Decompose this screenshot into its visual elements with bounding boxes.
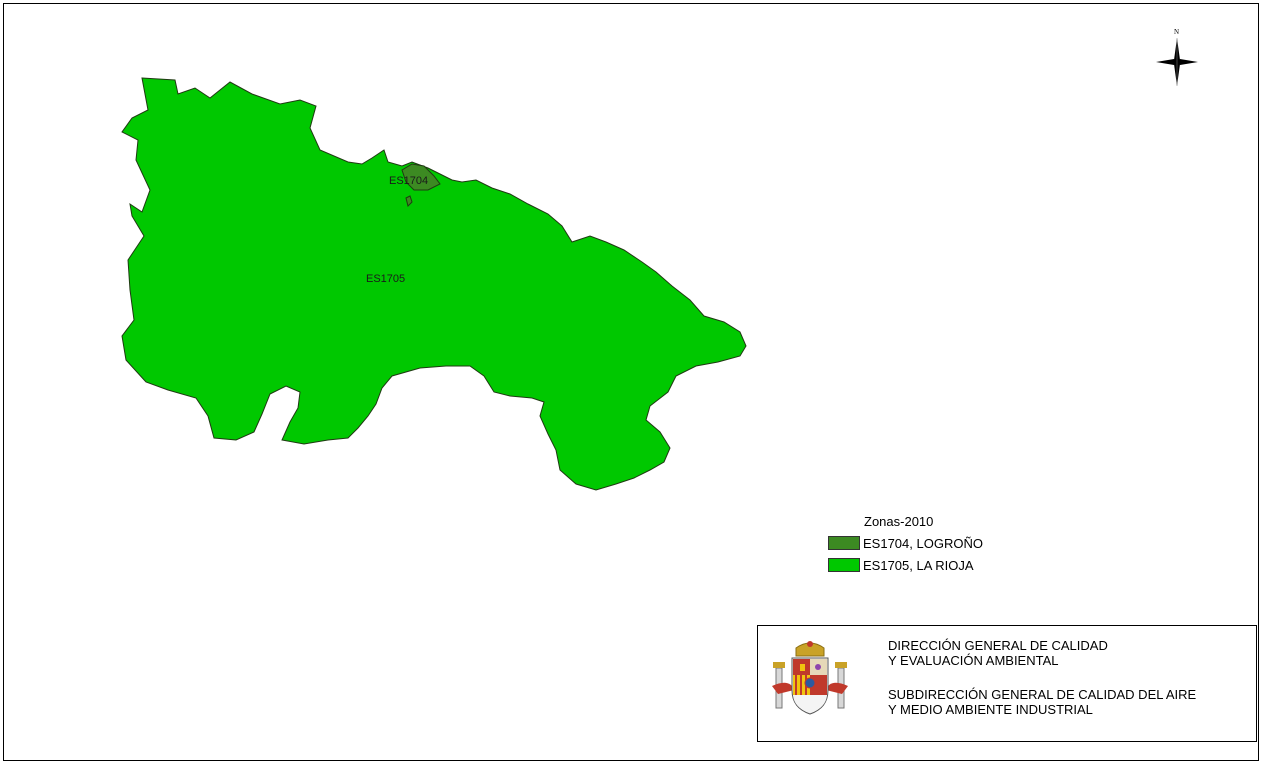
map-frame <box>3 3 1259 761</box>
legend-title: Zonas-2010 <box>864 514 934 529</box>
credit-line: SUBDIRECCIÓN GENERAL DE CALIDAD DEL AIRE <box>888 687 1197 702</box>
credits-box: DIRECCIÓN GENERAL DE CALIDAD Y EVALUACIÓ… <box>757 625 1257 742</box>
legend-item: ES1704, LOGROÑO <box>828 532 1088 554</box>
legend: Zonas-2010 ES1704, LOGROÑO ES1705, LA RI… <box>828 512 1088 576</box>
legend-swatch-es1704 <box>828 536 860 550</box>
zone-es1705-la-rioja[interactable] <box>121 77 747 491</box>
zone-label-es1705: ES1705 <box>366 273 405 285</box>
spain-coat-of-arms-icon <box>770 638 850 720</box>
legend-item: ES1705, LA RIOJA <box>828 554 1088 576</box>
credit-line: Y MEDIO AMBIENTE INDUSTRIAL <box>888 702 1093 717</box>
legend-label: ES1704, LOGROÑO <box>863 535 983 551</box>
compass-rose-icon: N <box>1152 26 1202 88</box>
legend-label: ES1705, LA RIOJA <box>863 557 974 573</box>
credit-line: Y EVALUACIÓN AMBIENTAL <box>888 653 1059 668</box>
credit-line: DIRECCIÓN GENERAL DE CALIDAD <box>888 638 1108 653</box>
zone-es1704-logrono[interactable] <box>401 163 441 191</box>
zone-es1704-exclave <box>405 195 413 207</box>
credit-text: DIRECCIÓN GENERAL DE CALIDAD Y EVALUACIÓ… <box>888 638 1196 717</box>
north-label: N <box>1174 28 1179 36</box>
zone-label-es1704: ES1704 <box>389 175 428 187</box>
legend-swatch-es1705 <box>828 558 860 572</box>
